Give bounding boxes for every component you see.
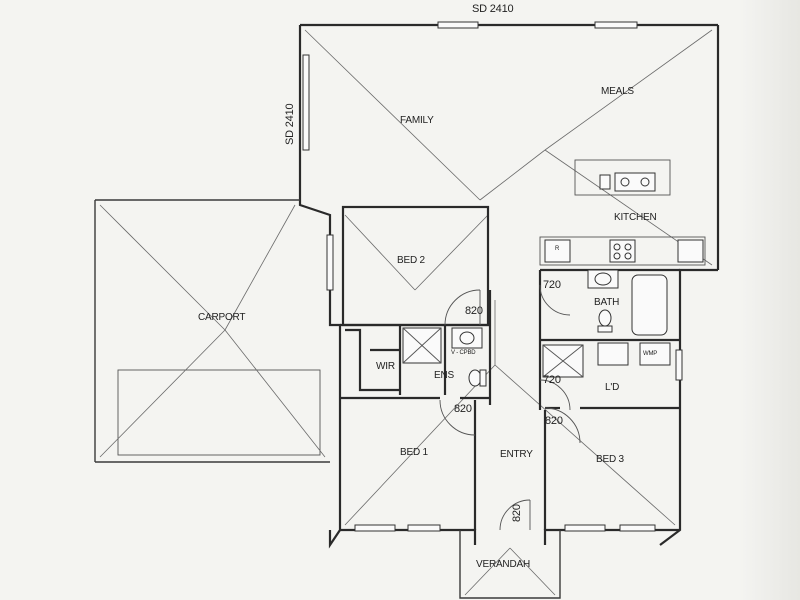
room-label-entry: ENTRY xyxy=(500,449,533,460)
fixture-label-fridge: R xyxy=(555,246,560,252)
building-outline xyxy=(94,23,720,599)
fixture-label-washing-machine: WMP xyxy=(643,351,658,357)
room-label-kitchen: KITCHEN xyxy=(614,212,657,223)
room-label-ens: ENS xyxy=(434,370,454,381)
fixtures xyxy=(402,172,704,387)
door-dimension-bed3: 820 xyxy=(545,415,563,427)
door-dimension-bed1: 820 xyxy=(454,403,472,415)
room-label-carport: CARPORT xyxy=(198,312,246,323)
scan-edge-shadow xyxy=(740,0,800,600)
interior-walls xyxy=(340,159,706,530)
door-dimension-laundry: 720 xyxy=(543,374,561,386)
room-label-wir: WIR xyxy=(376,361,395,372)
room-label-meals: MEALS xyxy=(601,86,634,97)
room-label-bed1: BED 1 xyxy=(400,447,428,458)
room-label-family: FAMILY xyxy=(400,115,434,126)
dimension-top: SD 2410 xyxy=(472,3,514,15)
door-dimension-bath: 720 xyxy=(543,279,561,291)
door-dimension-bed2: 820 xyxy=(465,305,483,317)
room-label-bed2: BED 2 xyxy=(397,255,425,266)
dimension-left: SD 2410 xyxy=(284,103,296,145)
roof-hips xyxy=(99,29,713,596)
room-label-bath: BATH xyxy=(594,297,620,308)
windows xyxy=(302,21,683,532)
doors xyxy=(439,284,581,531)
door-dimension-entry: 820 xyxy=(511,504,523,522)
room-label-verandah: VERANDAH xyxy=(476,559,530,570)
fixture-label-vanity: V - CPBD xyxy=(451,350,476,356)
room-label-laundry: L'D xyxy=(605,382,620,393)
room-label-bed3: BED 3 xyxy=(596,454,624,465)
